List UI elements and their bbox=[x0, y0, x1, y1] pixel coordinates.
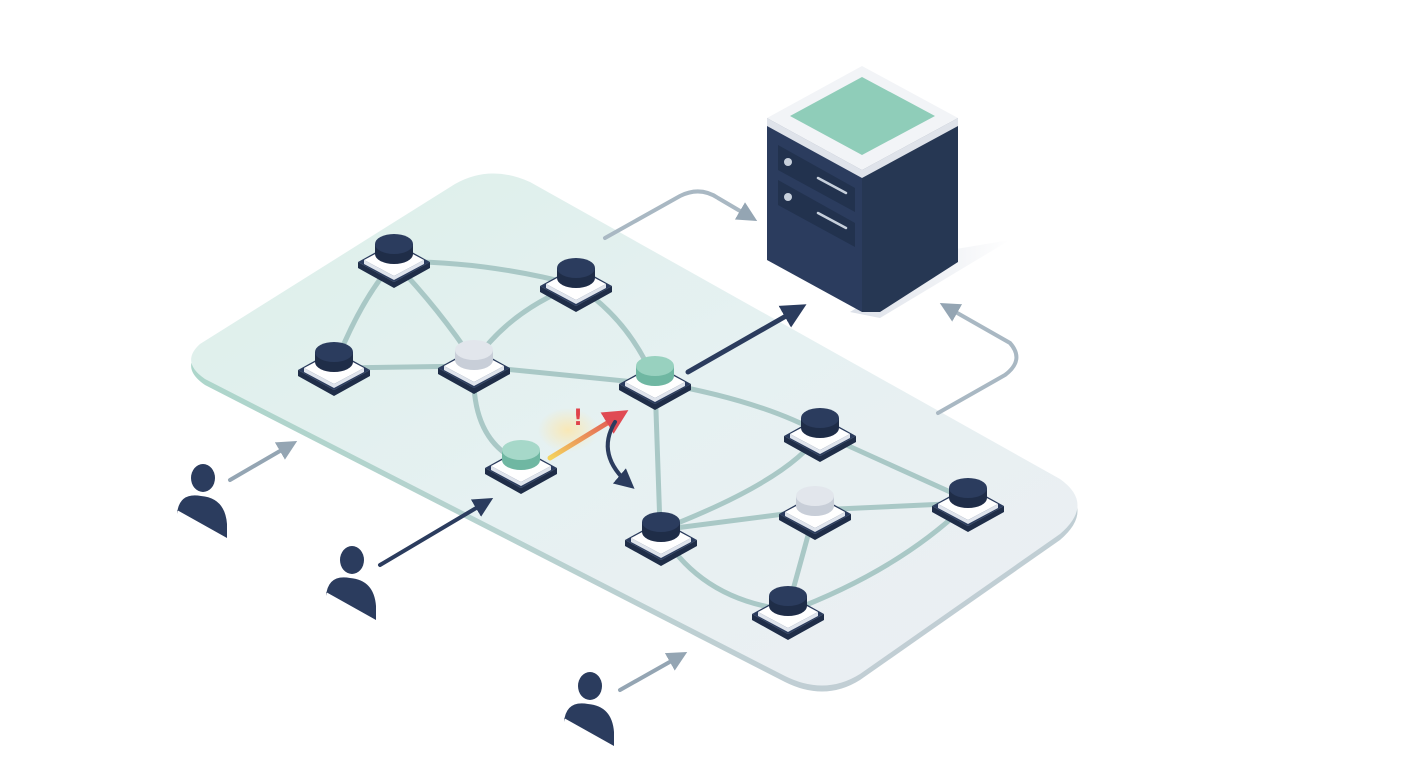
user-icon bbox=[177, 464, 227, 538]
node bbox=[625, 512, 697, 566]
alert-arrow bbox=[547, 410, 629, 461]
server-connections bbox=[603, 189, 1019, 415]
user-icon bbox=[326, 546, 376, 620]
connection-to-server-top bbox=[603, 189, 758, 240]
drive-bay bbox=[778, 145, 855, 212]
user-arrow bbox=[618, 652, 688, 692]
node bbox=[752, 586, 824, 640]
node bbox=[784, 408, 856, 462]
user-group-1 bbox=[177, 440, 298, 538]
node-entry bbox=[485, 440, 557, 494]
node bbox=[438, 340, 510, 394]
user-icon bbox=[564, 672, 614, 746]
user-group-2 bbox=[326, 497, 494, 620]
node bbox=[932, 478, 1004, 532]
user-arrow bbox=[228, 440, 298, 482]
node bbox=[358, 234, 430, 288]
node bbox=[540, 258, 612, 312]
alert-icon: ! bbox=[573, 406, 583, 431]
status-light bbox=[784, 158, 792, 166]
node bbox=[779, 486, 851, 540]
reroute-arrow bbox=[605, 420, 635, 489]
uplink-arrow bbox=[685, 304, 807, 375]
connection-from-server-bottom bbox=[936, 303, 1019, 415]
node-active bbox=[619, 356, 691, 410]
server-icon bbox=[767, 66, 1010, 318]
user-arrow bbox=[378, 497, 494, 567]
status-light bbox=[784, 193, 792, 201]
drive-bay bbox=[778, 180, 855, 247]
node bbox=[298, 342, 370, 396]
platform bbox=[191, 173, 1078, 692]
alert-redirect: ! bbox=[538, 406, 629, 461]
user-group-3 bbox=[564, 652, 688, 746]
